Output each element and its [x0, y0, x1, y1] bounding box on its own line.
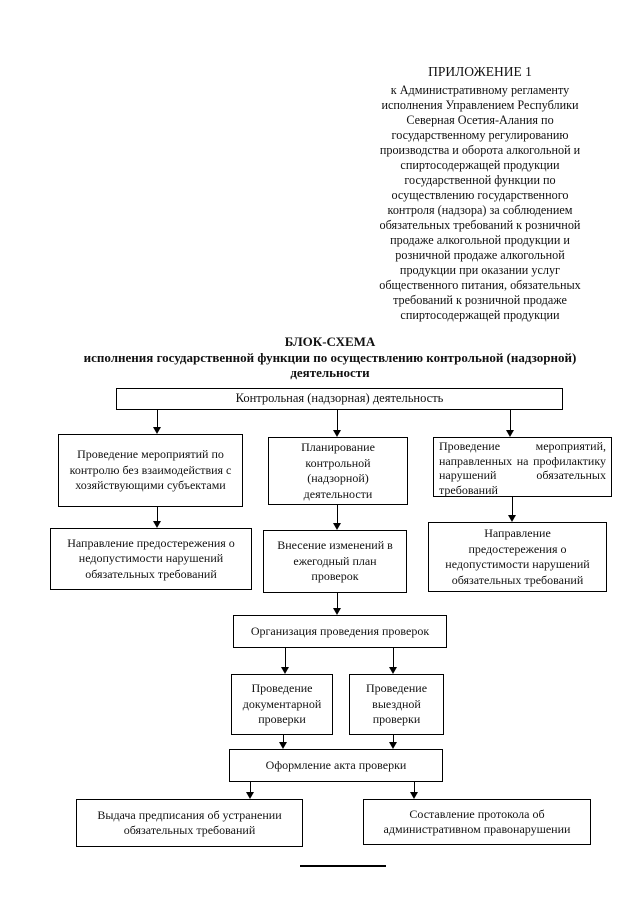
arrow-act-to-prescription — [246, 782, 254, 799]
appendix-heading: ПРИЛОЖЕНИЕ 1 — [428, 64, 532, 79]
flowchart-box-prescription: Выдача предписания об устранении обязате… — [76, 799, 303, 847]
arrow-root-to-no-interaction — [153, 409, 161, 434]
arrow-act-to-protocol — [410, 782, 418, 799]
flowchart-title: БЛОК-СХЕМА исполнения государственной фу… — [50, 334, 610, 381]
appendix-description: к Административному регламенту исполнени… — [379, 83, 581, 322]
flowchart-box-warning-right: Направление предостережения о недопустим… — [428, 522, 607, 592]
arrow-plan-changes-to-organization — [333, 593, 341, 615]
flowchart-box-field-check: Проведение выездной проверки — [349, 674, 444, 735]
arrow-field-to-act — [389, 735, 397, 749]
flowchart-box-organization: Организация проведения проверок — [233, 615, 447, 648]
arrow-root-to-planning — [333, 409, 341, 437]
arrow-documentary-to-act — [279, 735, 287, 749]
arrow-organization-to-field — [389, 648, 397, 674]
footer-divider — [300, 865, 386, 867]
flowchart-box-warning-left: Направление предостережения о недопустим… — [50, 528, 252, 590]
arrow-no-interaction-to-warning-left — [153, 507, 161, 528]
flowchart-box-no-interaction: Проведение мероприятий по контролю без в… — [58, 434, 243, 507]
flowchart-box-documentary-check: Проведение документарной проверки — [231, 674, 333, 735]
flowchart-box-prevention: Проведение мероприятий, направленных на … — [433, 437, 612, 497]
arrow-root-to-prevention — [506, 409, 514, 437]
flowchart-box-act: Оформление акта проверки — [229, 749, 443, 782]
flowchart-box-root: Контрольная (надзорная) деятельность — [116, 388, 563, 410]
arrow-prevention-to-warning-right — [508, 497, 516, 522]
flowchart-title-heading: БЛОК-СХЕМА — [284, 334, 376, 349]
flowchart-box-planning: Планирование контрольной (надзорной) дея… — [268, 437, 408, 505]
flowchart-box-plan-changes: Внесение изменений в ежегодный план пров… — [263, 530, 407, 593]
arrow-planning-to-plan-changes — [333, 505, 341, 530]
flowchart-title-subheading: исполнения государственной функции по ос… — [83, 349, 577, 381]
arrow-organization-to-documentary — [281, 648, 289, 674]
flowchart-box-protocol: Составление протокола об административно… — [363, 799, 591, 845]
